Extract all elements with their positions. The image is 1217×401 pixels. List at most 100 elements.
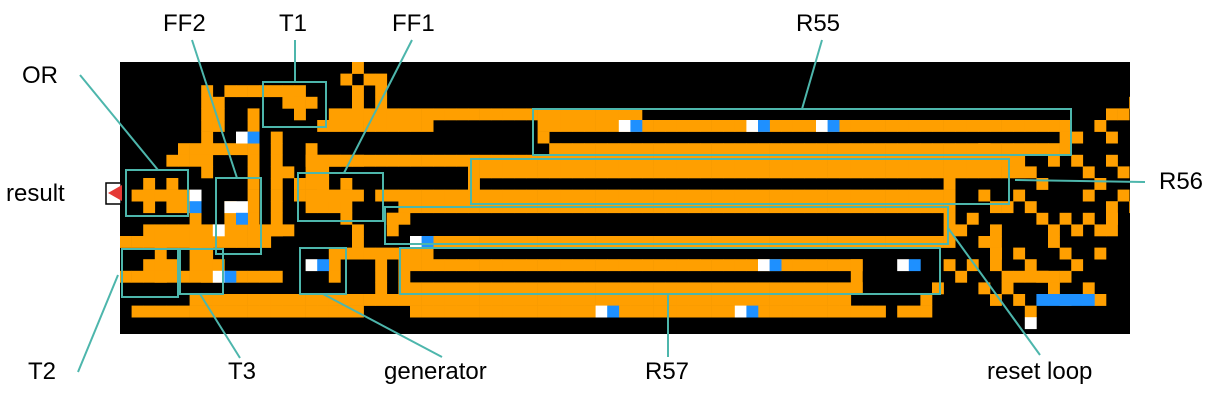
cell-276 xyxy=(874,189,886,202)
cell-46 xyxy=(769,120,782,132)
cell-490 xyxy=(386,294,399,306)
cell-143 xyxy=(560,154,573,167)
cell-277 xyxy=(885,189,898,202)
cell-220 xyxy=(908,166,921,179)
cell-253 xyxy=(607,189,620,202)
cell-3 xyxy=(363,108,376,121)
cell-788 xyxy=(1071,224,1084,237)
cell-158 xyxy=(734,154,747,167)
cell-410 xyxy=(653,259,666,272)
cell-137 xyxy=(491,154,504,167)
cell-814 xyxy=(920,294,933,306)
cell-377 xyxy=(920,236,933,248)
cell-152 xyxy=(665,154,678,167)
cell-275 xyxy=(862,189,875,202)
cell-796 xyxy=(1048,236,1060,248)
cell-506 xyxy=(572,294,585,306)
cell-632 xyxy=(247,189,260,202)
cell-558 xyxy=(502,305,515,318)
cell-174 xyxy=(920,154,933,167)
cell-63 xyxy=(966,120,979,132)
cell-866 xyxy=(236,212,248,225)
cell-191 xyxy=(572,166,585,179)
cell-504 xyxy=(549,294,562,306)
cell-462 xyxy=(769,282,782,295)
cell-102 xyxy=(874,143,886,156)
cell-451 xyxy=(642,282,654,295)
cell-614 xyxy=(305,96,318,109)
cell-270 xyxy=(804,189,817,202)
cell-225 xyxy=(966,166,979,179)
cell-752 xyxy=(328,270,341,283)
cell-370 xyxy=(839,236,852,248)
cell-183 xyxy=(479,166,492,179)
cell-457 xyxy=(711,282,724,295)
leader-t3 xyxy=(199,293,241,359)
cell-99 xyxy=(839,143,852,156)
cell-743 xyxy=(247,108,260,121)
cell-82 xyxy=(642,143,654,156)
cell-374 xyxy=(885,236,898,248)
cell-701 xyxy=(212,96,225,109)
cell-163 xyxy=(792,154,805,167)
cell-192 xyxy=(584,166,596,179)
cell-387 xyxy=(410,247,422,260)
cell-409 xyxy=(642,259,654,272)
box-r55 xyxy=(532,108,1072,156)
cell-417 xyxy=(734,259,747,272)
cell-383 xyxy=(386,212,399,225)
cell-15 xyxy=(502,108,515,121)
cell-237 xyxy=(421,189,434,202)
cell-236 xyxy=(410,189,422,202)
cell-574 xyxy=(688,305,701,318)
cell-91 xyxy=(746,143,759,156)
cell-414 xyxy=(700,259,712,272)
cell-790 xyxy=(966,212,979,225)
cell-8 xyxy=(421,108,434,121)
cell-714 xyxy=(363,120,376,132)
cell-119 xyxy=(1059,120,1072,132)
cell-482 xyxy=(294,294,306,306)
cell-186 xyxy=(514,166,527,179)
cell-184 xyxy=(491,166,504,179)
cell-17 xyxy=(526,108,538,121)
cell-672 xyxy=(143,270,156,283)
cell-568 xyxy=(618,305,631,318)
cell-190 xyxy=(560,166,573,179)
cell-415 xyxy=(711,259,724,272)
cell-475 xyxy=(212,294,225,306)
cell-780 xyxy=(990,201,1002,214)
cell-75 xyxy=(560,143,573,156)
cell-818 xyxy=(1036,178,1049,190)
cell-166 xyxy=(827,154,840,167)
cell-774 xyxy=(1082,166,1095,179)
cell-831 xyxy=(1106,201,1118,214)
cell-813 xyxy=(932,282,944,295)
box-reset-loop xyxy=(384,206,949,245)
cell-764 xyxy=(340,73,353,86)
cell-656 xyxy=(282,224,295,237)
leader-reset-loop xyxy=(947,227,1041,356)
cell-85 xyxy=(676,143,689,156)
cell-grid xyxy=(120,62,1153,330)
cell-431 xyxy=(410,282,422,295)
cell-580 xyxy=(758,305,770,318)
cell-834 xyxy=(1001,270,1014,283)
cell-498 xyxy=(479,294,492,306)
cell-807 xyxy=(1024,305,1037,318)
cell-659 xyxy=(143,236,156,248)
cell-105 xyxy=(908,143,921,156)
cell-344 xyxy=(537,236,550,248)
cell-145 xyxy=(584,154,596,167)
cell-437 xyxy=(479,282,492,295)
cell-510 xyxy=(618,294,631,306)
cell-626 xyxy=(247,120,260,132)
cell-775 xyxy=(1094,178,1107,190)
cell-723 xyxy=(340,154,353,167)
cell-704 xyxy=(224,85,237,98)
cell-859 xyxy=(224,270,237,283)
cell-517 xyxy=(700,294,712,306)
cell-693 xyxy=(201,85,214,98)
cell-363 xyxy=(758,236,770,248)
cell-132 xyxy=(433,154,446,167)
